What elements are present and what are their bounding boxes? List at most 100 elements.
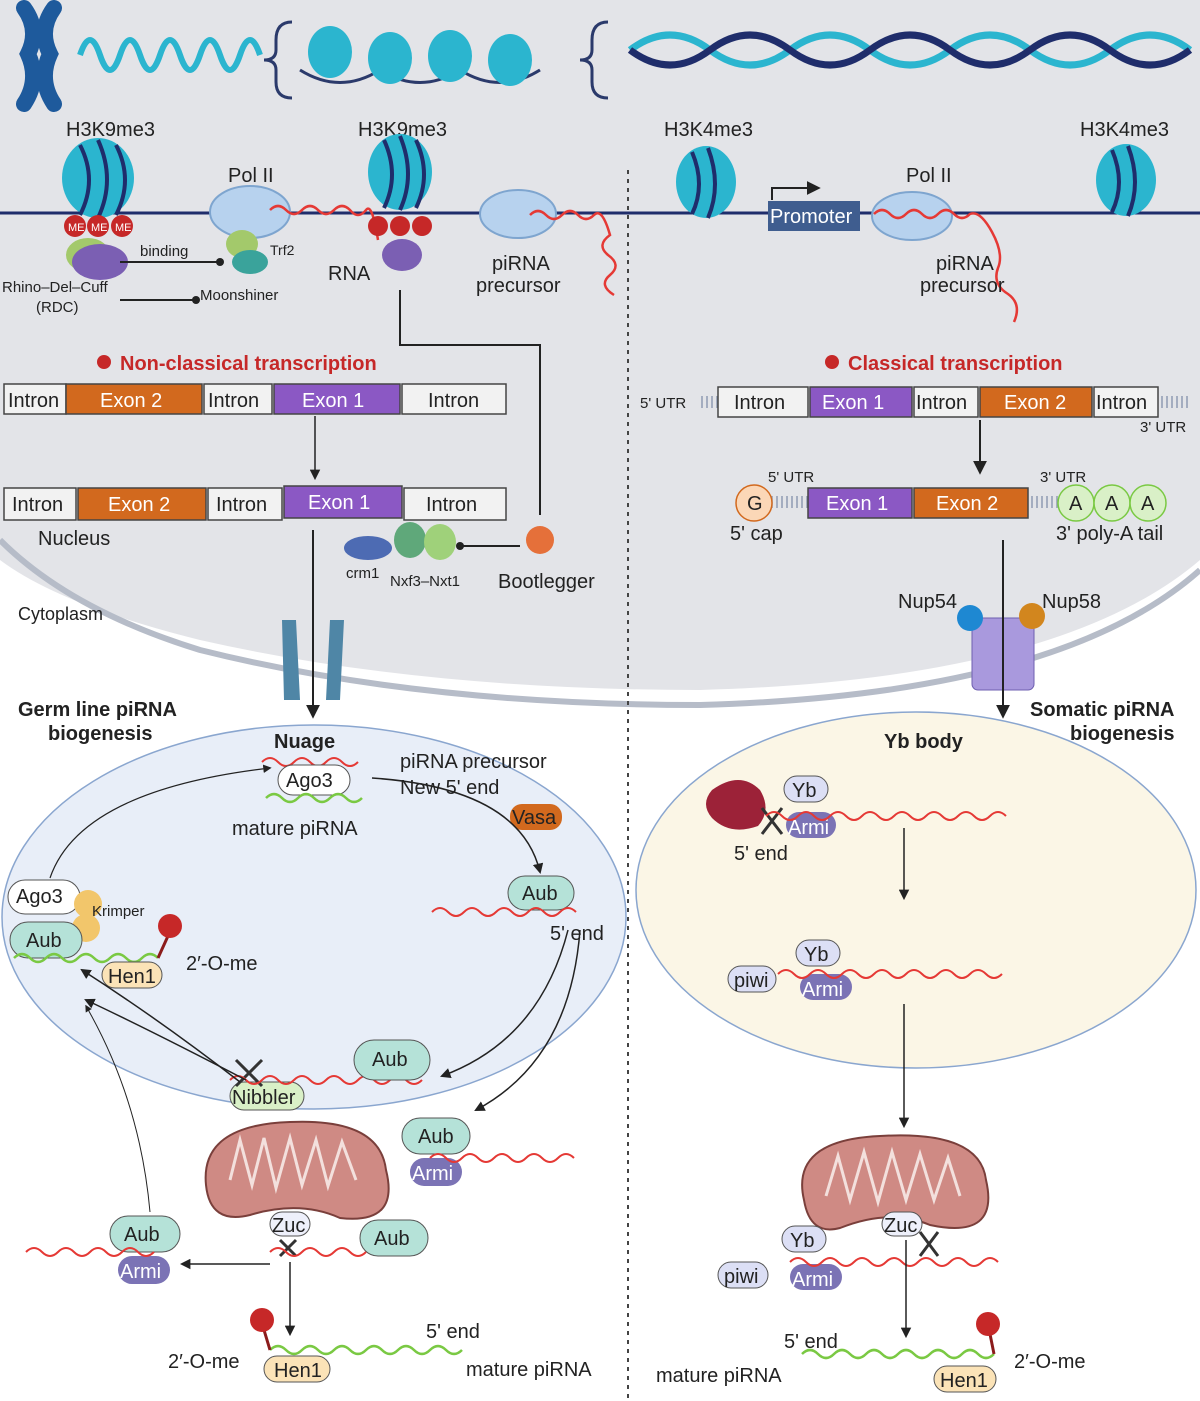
scissors-icon bbox=[918, 1231, 940, 1257]
me-icon bbox=[976, 1312, 1000, 1336]
poly-a-letter: A bbox=[1069, 493, 1083, 515]
ome-label: 2′-O-me bbox=[1014, 1351, 1086, 1373]
mature-pirna-strand bbox=[801, 1348, 995, 1360]
zuc-label: Zuc bbox=[272, 1215, 305, 1237]
moonshiner-label: Moonshiner bbox=[200, 287, 278, 304]
me-marks bbox=[368, 216, 432, 271]
export-complex-icon bbox=[344, 522, 554, 560]
brace-icon bbox=[263, 20, 293, 100]
gene-segment-label: Intron bbox=[8, 390, 59, 412]
nucleosome-icon bbox=[368, 134, 432, 211]
scissors-icon bbox=[278, 1238, 298, 1258]
bootlegger-connector bbox=[399, 290, 541, 515]
ome-label: 2′-O-me bbox=[186, 953, 258, 975]
piwi-protein bbox=[717, 1261, 769, 1289]
rdc-abbrev-label: (RDC) bbox=[36, 299, 79, 316]
pol-ii-icon bbox=[479, 189, 557, 239]
gene-segment-label: Exon 2 bbox=[108, 494, 170, 516]
gene-segment-label: Exon 2 bbox=[1004, 392, 1066, 414]
pirna-strand bbox=[429, 1153, 575, 1163]
flow-arrow bbox=[474, 929, 581, 1111]
aub-label: Aub bbox=[374, 1228, 410, 1250]
brace-icon-2 bbox=[579, 20, 609, 100]
armi-protein bbox=[786, 812, 836, 838]
exon-label: Exon 2 bbox=[936, 493, 998, 515]
yb-body-title: Yb body bbox=[884, 731, 964, 753]
pol-ii-label: Pol II bbox=[906, 165, 952, 187]
gene-left-row1: Intron Exon 2 Intron Exon 1 Intron bbox=[3, 383, 507, 415]
pirna-precursor-label: piRNA bbox=[492, 253, 550, 275]
flow-arrow bbox=[84, 998, 247, 1081]
nucleosome-icon bbox=[1096, 144, 1156, 217]
five-end-label: 5' end bbox=[550, 923, 604, 945]
five-end-label: 5' end bbox=[784, 1331, 838, 1353]
nucleosome-icon bbox=[676, 146, 736, 219]
chromosome-icon bbox=[16, 0, 62, 112]
gene-segment-label: Intron bbox=[208, 390, 259, 412]
histone-mark-label: H3K9me3 bbox=[358, 119, 447, 141]
mature-pirna-label: mature piRNA bbox=[232, 818, 358, 840]
me-stalk bbox=[262, 1329, 272, 1351]
aub-protein bbox=[353, 1039, 431, 1081]
armi-label: Armi bbox=[412, 1163, 453, 1185]
flow-arrow bbox=[440, 929, 569, 1079]
cycle-arrow bbox=[85, 1004, 151, 1213]
promoter-arrow bbox=[771, 181, 821, 200]
pol-ii-icon bbox=[871, 191, 953, 241]
mature-pirna-label: mature piRNA bbox=[656, 1365, 782, 1387]
svg-text:ME: ME bbox=[91, 222, 108, 234]
hen1-label: Hen1 bbox=[274, 1360, 322, 1382]
nuage-body bbox=[1, 724, 627, 1110]
pirna-strand bbox=[777, 969, 1003, 979]
pirna-precursor-label: precursor bbox=[476, 275, 561, 297]
yb-body bbox=[635, 711, 1197, 1069]
svg-text:ME: ME bbox=[68, 222, 85, 234]
zuc-protein bbox=[881, 1211, 923, 1237]
gene-segment-label: Intron bbox=[1096, 392, 1147, 414]
yb-label: Yb bbox=[790, 1230, 814, 1252]
gene-segment-label: Exon 1 bbox=[822, 392, 884, 414]
yb-granule-icon bbox=[706, 780, 766, 830]
nxf3-label: Nxf3–Nxt1 bbox=[390, 573, 460, 590]
hen1-protein bbox=[263, 1355, 331, 1383]
pirna-precursor-strand bbox=[873, 208, 1019, 323]
cytoplasm-label: Cytoplasm bbox=[18, 604, 103, 624]
yb-protein bbox=[795, 939, 841, 967]
poly-a-letter: A bbox=[1105, 493, 1119, 515]
scissors-icon bbox=[234, 1058, 264, 1088]
cap-label: 5' cap bbox=[730, 523, 783, 545]
pirna-strand bbox=[431, 907, 577, 917]
yb-label: Yb bbox=[804, 944, 828, 966]
mature-pirna-strand bbox=[265, 792, 363, 804]
pirna-precursor-label: precursor bbox=[920, 275, 1005, 297]
gene-segment-label: Intron bbox=[428, 390, 479, 412]
gene-segment-label: Exon 1 bbox=[302, 390, 364, 412]
nuage-title: Nuage bbox=[274, 731, 335, 753]
pirna-precursor-label: piRNA bbox=[936, 253, 994, 275]
mitochondrion-icon bbox=[204, 1120, 390, 1220]
aub-protein bbox=[109, 1215, 181, 1253]
five-end-label: 5' end bbox=[426, 1321, 480, 1343]
utr-label: 3' UTR bbox=[1140, 419, 1186, 436]
mature-pirna-strand bbox=[269, 1344, 463, 1356]
nup58-label: Nup58 bbox=[1042, 591, 1101, 613]
pirna-strand bbox=[765, 811, 1007, 821]
nibbler-protein bbox=[229, 1081, 305, 1111]
nucleosome-icon bbox=[62, 138, 134, 219]
aub-protein bbox=[359, 1219, 429, 1257]
ago3-label: Ago3 bbox=[16, 886, 63, 908]
rna-label: RNA bbox=[328, 263, 371, 285]
aub-label: Aub bbox=[124, 1224, 160, 1246]
pirna-precursor-strand bbox=[261, 757, 359, 767]
cycle-arrow bbox=[371, 777, 544, 875]
bullet-icon bbox=[97, 355, 111, 369]
hen1-protein bbox=[933, 1365, 997, 1393]
cycle-arrow bbox=[49, 764, 272, 879]
aub-label: Aub bbox=[26, 930, 62, 952]
new-five-end-label: New 5' end bbox=[400, 777, 499, 799]
svg-text:ME: ME bbox=[115, 222, 132, 234]
somatic-title: Somatic piRNA bbox=[1030, 699, 1174, 721]
hen1-protein bbox=[101, 961, 163, 989]
armi-protein bbox=[790, 1264, 842, 1290]
